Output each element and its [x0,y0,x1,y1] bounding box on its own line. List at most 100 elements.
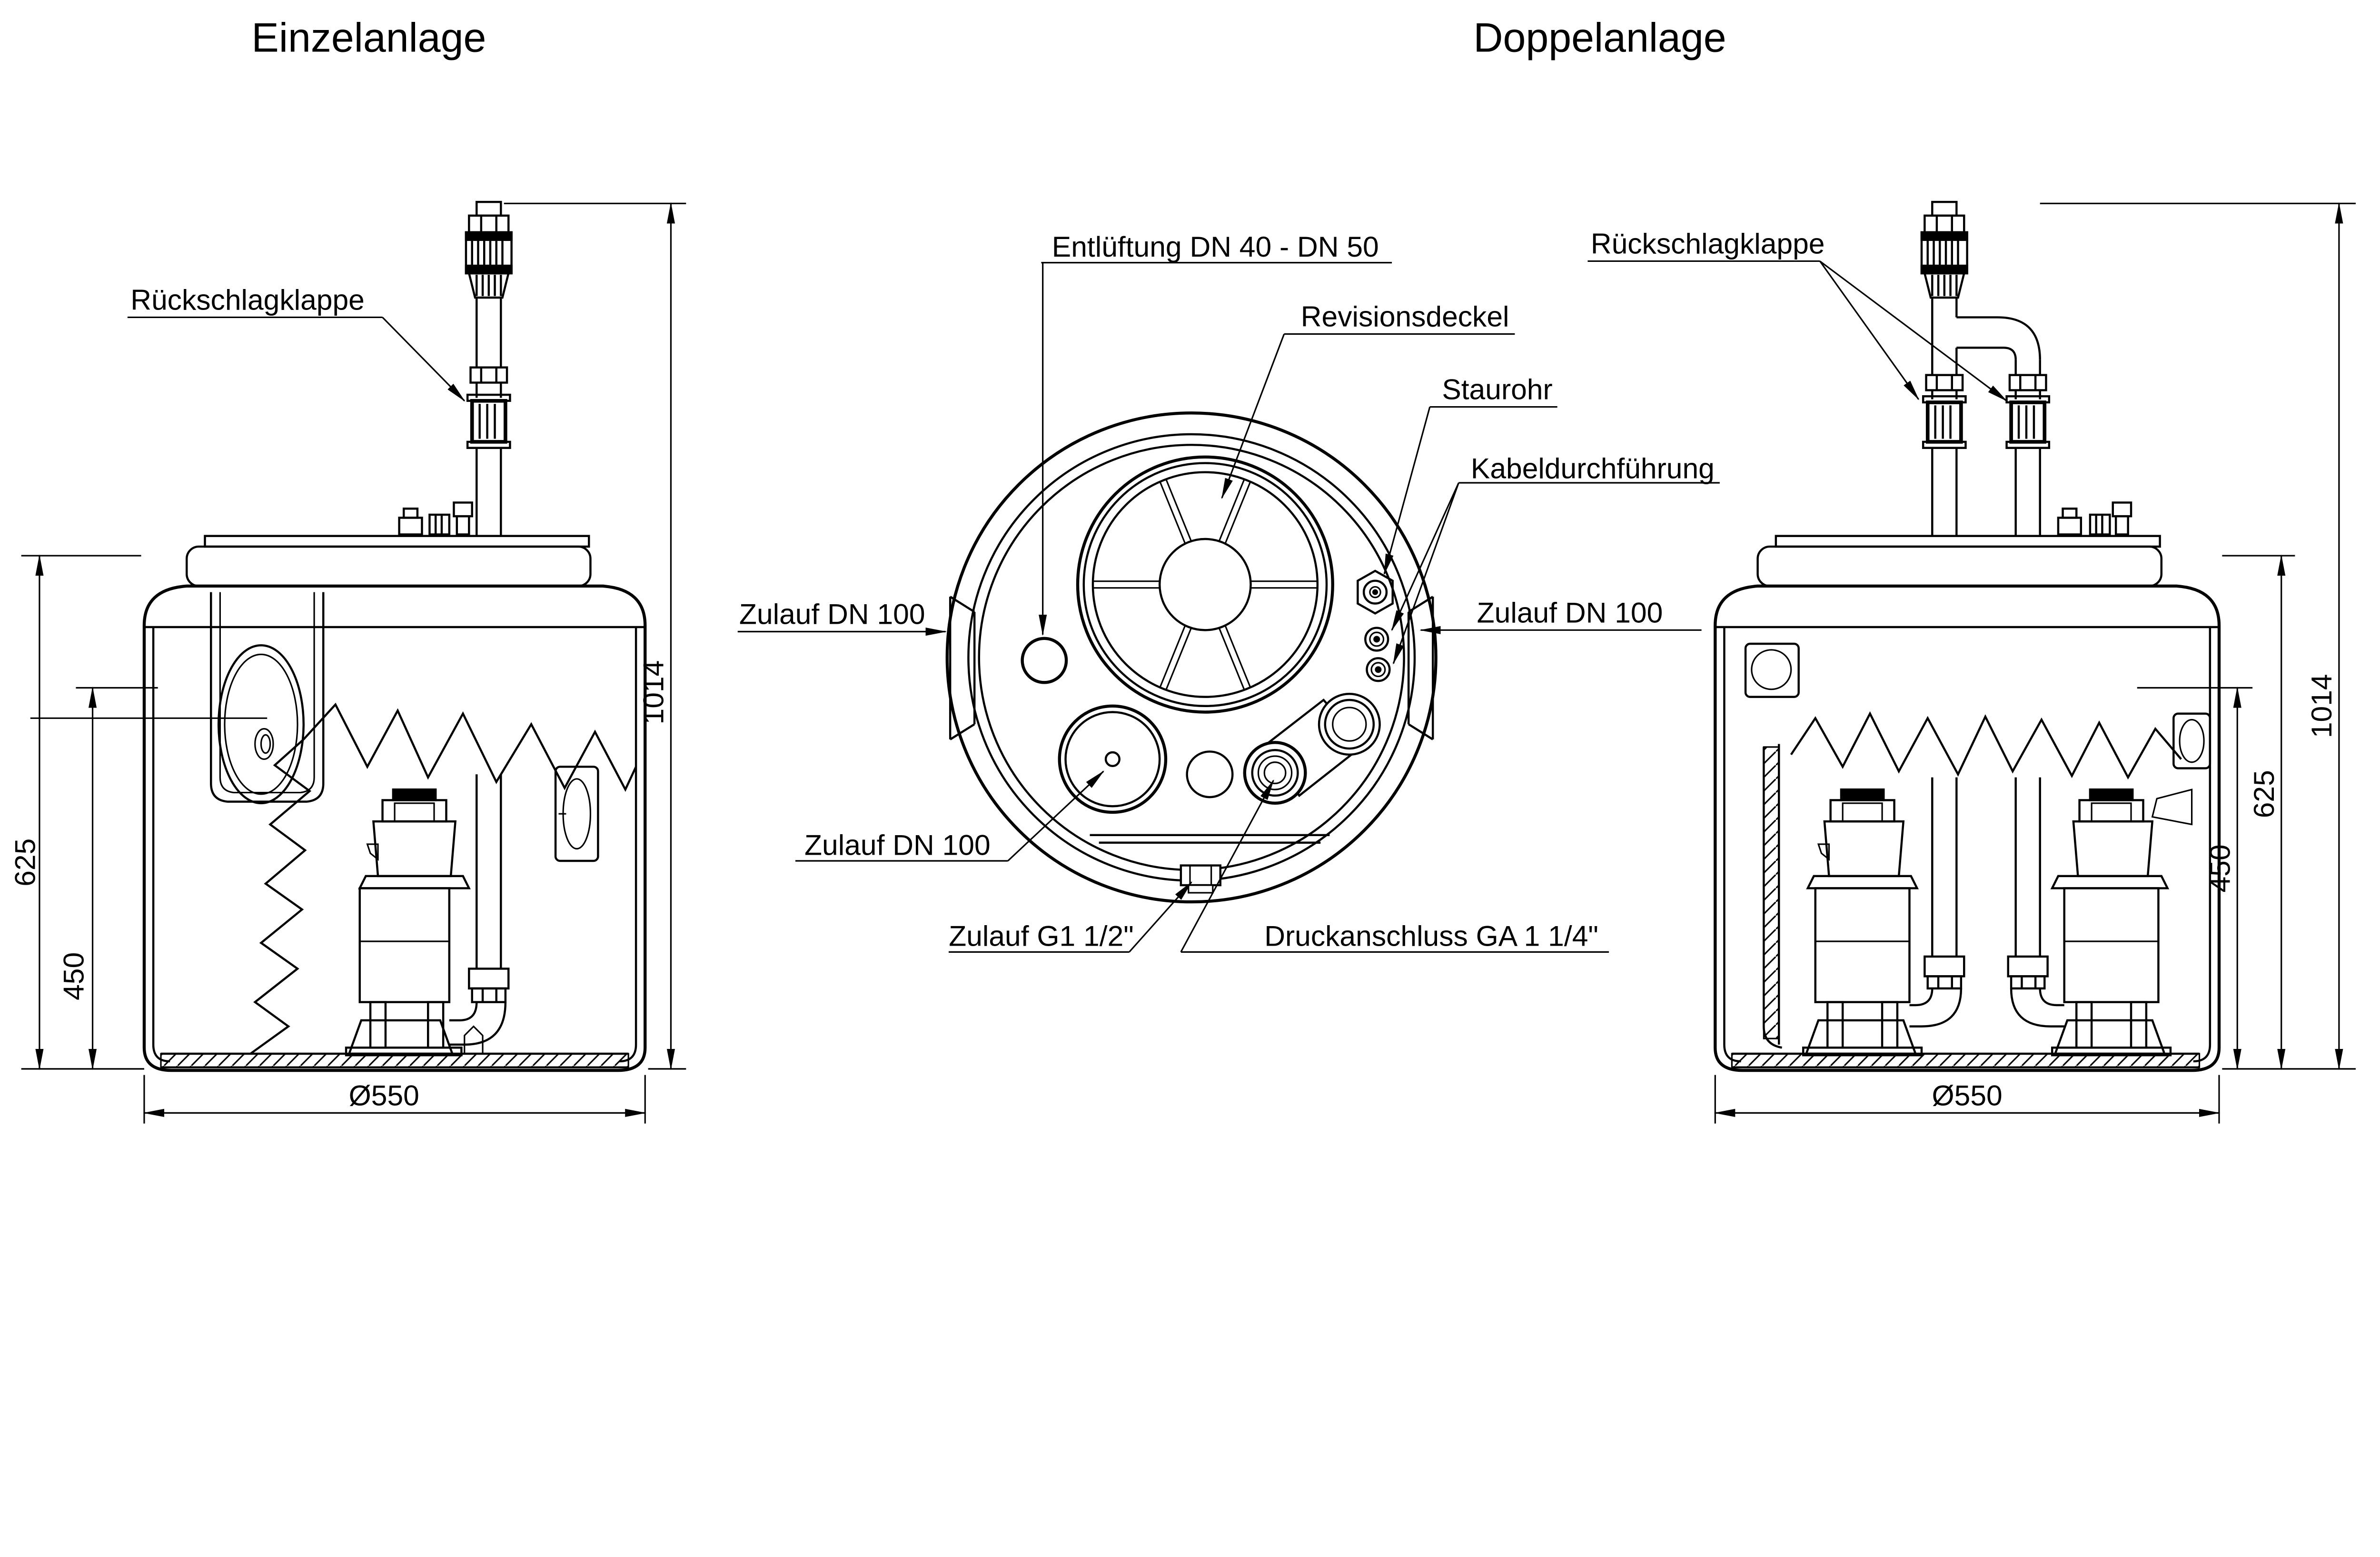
tank-body-double [1714,584,2221,1072]
pipe-hex-nut [468,214,510,234]
tank-inner-wall-right [619,627,637,1063]
pump-base [347,1019,454,1055]
stau-pipe-callout: Staurohr [1383,373,1557,575]
wall-recess-double-left [1744,642,1800,698]
dim-diameter: Ø550 [349,1079,419,1111]
cover-hub [1158,538,1252,631]
cable-gland-label: Kabeldurchführung [1471,452,1715,484]
dim-inlet-height: 450 [2203,844,2236,892]
tank-outline [142,584,647,1072]
side-inlet-single [30,592,325,805]
dim-diameter: Ø550 [1932,1079,2003,1111]
inlet-thread-callout: Zulauf G1 1/2" [948,881,1192,953]
vent-opening [1021,637,1068,684]
inlet-dn100-opening [1058,704,1168,814]
check-valve-left [1922,395,1967,449]
internal-pipes-double [1909,777,2064,1028]
pipe-section [476,297,502,368]
title-single-unit: Einzelanlage [251,15,486,60]
technical-drawing-page: Einzelanlage Doppelanlage [9,15,2356,1124]
top-view-callouts: Entlüftung DN 40 - DN 50 Revisionsdeckel… [737,230,1720,953]
title-double-unit: Doppelanlage [1473,15,1726,60]
lifting-station-drawing: Einzelanlage Doppelanlage [9,15,2356,1124]
lid-fittings [2057,501,2132,536]
section-hatch-wall [1763,746,1780,1039]
right-tab [1407,596,1434,740]
inlet-right-callout: Zulauf DN 100 [1419,596,1702,634]
pressure-connection-callout: Druckanschluss GA 1 1/4" [1180,779,1609,953]
dimensions-single: 1014 625 450 Ø550 [9,202,686,1124]
inlet-bottom-callout: Zulauf DN 100 [795,770,1105,862]
internal-pipe-single [449,774,510,1046]
inspection-cover-callout: Revisionsdeckel [1221,300,1515,499]
dim-tank-height: 625 [2248,770,2280,818]
tank-rim-top [945,411,1438,904]
pipe-taper-coupling [1923,272,1966,299]
pump-handle [392,788,437,801]
dim-total-height: 1014 [2305,674,2338,738]
dim-tank-height: 625 [9,838,41,887]
lid-body [185,545,592,588]
inlet-thread-label: Zulauf G1 1/2" [949,920,1134,952]
cable-gland-callout: Kabeldurchführung [1391,452,1720,665]
check-valve-label: Rückschlagklappe [1591,228,1825,260]
left-tab [949,596,976,740]
lid-plate [204,535,590,548]
pressure-connection [1243,693,1381,805]
cable-glands [1364,627,1391,682]
stau-pipe-fitting [1357,569,1394,615]
stau-pipe-label: Staurohr [1442,373,1552,406]
inlet-seal-funnel [2151,788,2193,826]
pipe-hex-ring [469,366,508,384]
dim-inlet-height: 450 [57,952,89,1000]
single-unit-view: Rückschlagklappe [9,200,686,1124]
tank-lid-single [185,501,592,588]
pump-elbow [449,1002,507,1046]
pipe-top-stub [476,200,502,217]
pipe-union-coupling [1920,231,1968,275]
level-sensor-foot [464,1025,484,1055]
check-valve-right [2005,395,2051,449]
discharge-pipes-double [1920,200,2051,536]
check-valve-callout-single: Rückschlagklappe [127,284,466,402]
branch-elbow [1956,316,2041,360]
inlet-left-label: Zulauf DN 100 [739,598,925,630]
inlet-left-callout: Zulauf DN 100 [737,598,947,636]
submersible-pump-single [345,788,484,1057]
small-opening [1186,750,1234,798]
pipe-union-coupling [465,231,513,275]
dim-total-height: 1014 [637,660,670,725]
discharge-pipe-single [465,200,513,536]
right-pipe [2014,359,2041,375]
double-unit-view: Rückschlagklappe [1587,200,2356,1124]
top-view: Entlüftung DN 40 - DN 50 Revisionsdeckel… [737,230,1720,953]
dimensions-double: 1014 625 450 Ø550 [1714,202,2356,1124]
vent-label: Entlüftung DN 40 - DN 50 [1052,230,1379,263]
floor-plate-double [1731,1052,2201,1068]
pressure-connection-label: Druckanschluss GA 1 1/4" [1264,920,1598,952]
submersible-pump-right [2050,788,2172,1057]
inlet-bottom-label: Zulauf DN 100 [804,828,991,861]
left-pipe [1931,297,1958,375]
vent-callout: Entlüftung DN 40 - DN 50 [1039,230,1392,636]
pump-body [358,887,451,1003]
cover-spokes [1092,479,1318,690]
check-valve-callout-double: Rückschlagklappe [1587,228,2008,402]
bottom-chord [1090,834,1330,844]
pipe-taper-coupling [467,272,510,299]
submersible-pump-left [1802,788,1923,1057]
pipe-section-lower [476,448,502,536]
cutaway-break-single [249,702,637,1055]
wall-recess-double-right [2151,712,2211,826]
check-valve-label: Rückschlagklappe [130,284,365,316]
lid-fittings [398,501,473,536]
inspection-cover [1076,455,1334,714]
inlet-right-label: Zulauf DN 100 [1477,596,1663,629]
tank-lid-double [1756,501,2163,588]
cutaway-break-double [1763,711,2182,1049]
check-valve-single [466,393,511,449]
pump-motor [372,820,457,878]
tank-inner-wall-left [152,627,170,1063]
floor-plate-single [160,1052,629,1068]
callout-leader [382,317,466,402]
